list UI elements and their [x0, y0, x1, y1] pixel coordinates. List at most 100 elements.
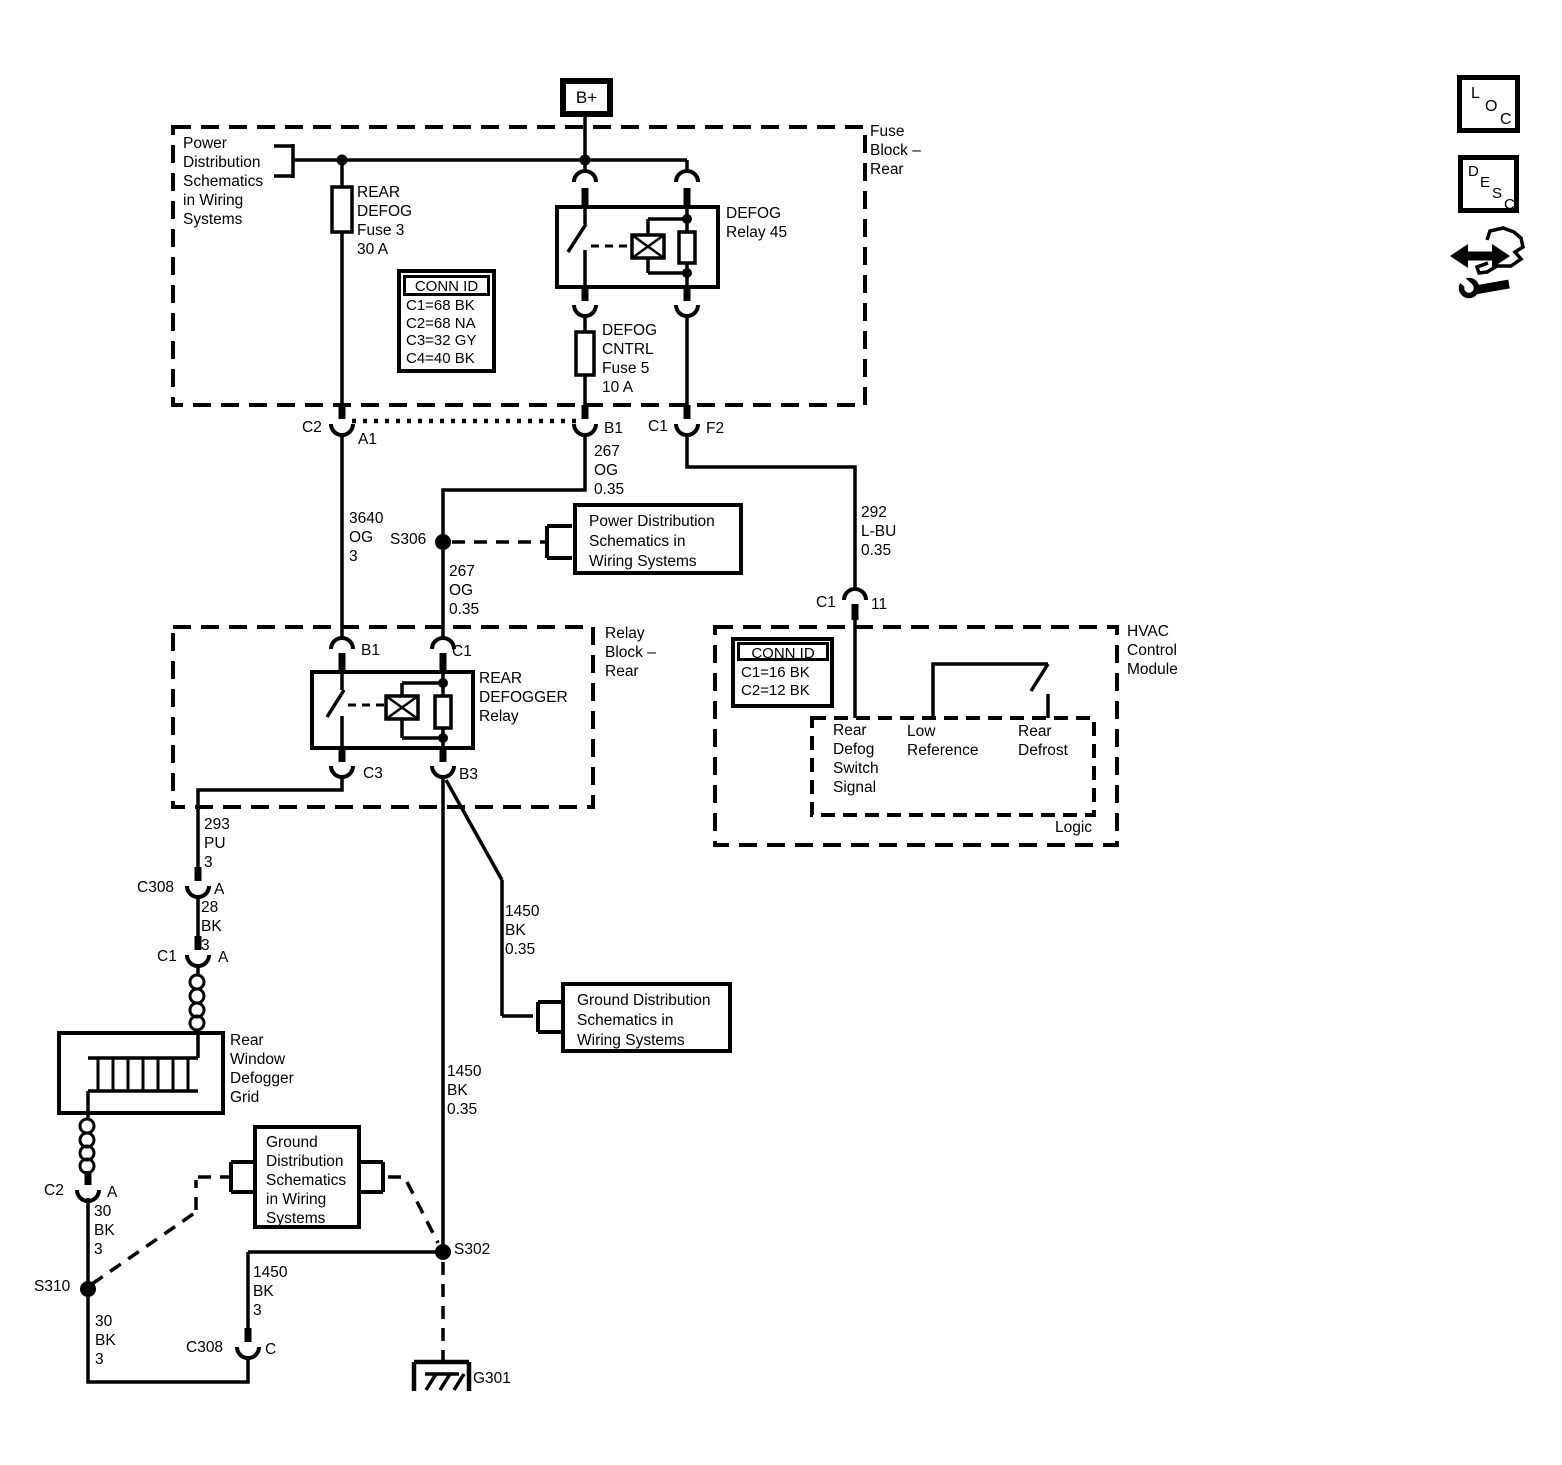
- conn-id-rows-fuse-block: C1=68 BK C2=68 NA C3=32 GY C4=40 BK: [406, 297, 477, 367]
- wire-label-3640: 3640 OG 3: [349, 510, 384, 565]
- relay45-coil: [630, 233, 666, 260]
- loc-letter-o: O: [1485, 98, 1498, 115]
- signal-rear-defog-switch: Rear Defog Switch Signal: [833, 722, 879, 796]
- connector-cups: [75, 169, 868, 1360]
- desc-letter-d: D: [1468, 163, 1479, 180]
- s302-ref-link: [388, 1175, 440, 1244]
- conn-id-header-fuse-block: CONN ID: [403, 275, 490, 296]
- grid-bars: [96, 1058, 190, 1091]
- b-plus-label: B+: [575, 87, 598, 107]
- wire-label-267-upper: 267 OG 0.35: [594, 443, 625, 498]
- pin-label-c2: C2: [302, 419, 322, 436]
- ground-symbol-g301: [411, 1359, 472, 1391]
- connector-pins: [84, 188, 859, 1342]
- pin-label-c1: C1: [648, 418, 668, 435]
- power-dist-ref-mid: Power Distribution Schematics in Wiring …: [573, 503, 743, 575]
- defogger-relay-box: [310, 670, 475, 750]
- conn-id-rows-hvac: C1=16 BK C2=12 BK: [741, 664, 810, 699]
- signal-low-reference: Low Reference: [907, 723, 979, 759]
- relay45-switch: [566, 207, 588, 287]
- ground-label-g301: G301: [473, 1370, 511, 1387]
- relay-block-pin-b1: B1: [361, 642, 380, 659]
- block-borders: [171, 125, 1119, 847]
- desc-letter-s: S: [1492, 185, 1503, 202]
- relay45-resistor: [677, 230, 697, 265]
- connector-c1a-pin: A: [218, 949, 229, 966]
- loc-button[interactable]: L O C: [1457, 75, 1520, 133]
- splice-label-s310: S310: [34, 1278, 71, 1295]
- fuse-block-border: [171, 125, 867, 407]
- logic-switch: [931, 662, 1050, 718]
- loc-letter-l: L: [1471, 85, 1480, 102]
- junction-dots: [80, 154, 692, 1297]
- desc-letter-e: E: [1480, 174, 1491, 191]
- desc-letter-c: C: [1504, 196, 1515, 213]
- dashed-wires: [91, 540, 545, 1372]
- connector-c308a-pin: A: [214, 881, 225, 898]
- relay-block-pin-c3: C3: [363, 765, 383, 782]
- connector-c1a-name: C1: [157, 948, 177, 965]
- wire-label-30-upper: 30 BK 3: [94, 1203, 115, 1258]
- splice-label-s302: S302: [454, 1241, 491, 1258]
- relay-block-pin-c1: C1: [452, 643, 472, 660]
- ref-brackets: [229, 524, 572, 1194]
- fuse-block-title: Fuse Block – Rear: [870, 123, 921, 178]
- splice-label-s306: S306: [390, 531, 427, 548]
- relay45-box: [555, 205, 720, 289]
- wire-label-293: 293 PU 3: [204, 816, 230, 871]
- hvac-pin-c1: C1: [816, 594, 836, 611]
- loc-letter-c: C: [1500, 111, 1512, 128]
- wire-label-1450-main: 1450 BK 0.35: [447, 1063, 482, 1118]
- ground-dist-ref-mid: Ground Distribution Schematics in Wiring…: [561, 982, 732, 1053]
- connector-c308c-name: C308: [186, 1339, 224, 1356]
- hand-icon: [1474, 226, 1525, 275]
- battery-positive-terminal: B+: [560, 78, 613, 117]
- defogger-relay-coil: [384, 694, 420, 721]
- hvac-module-title: HVAC Control Module: [1127, 623, 1178, 678]
- relay-block-title: Relay Block – Rear: [605, 625, 656, 680]
- wire-label-292: 292 L-BU 0.35: [861, 504, 897, 559]
- relay-block-pin-b3: B3: [459, 766, 478, 783]
- connector-c308c-pin: C: [265, 1341, 277, 1358]
- connector-c308a-name: C308: [137, 879, 175, 896]
- logic-border: [810, 716, 1096, 817]
- adjust-icon[interactable]: [1450, 226, 1525, 299]
- power-dist-bracket-top: [274, 144, 295, 178]
- s310-ref-link: [91, 1175, 229, 1286]
- solid-wires: [86, 113, 1050, 1384]
- hvac-module-border: [713, 625, 1119, 847]
- relay45-label: DEFOG Relay 45: [726, 205, 788, 241]
- wire-label-30-lower: 30 BK 3: [95, 1313, 116, 1368]
- connector-c2a-name: C2: [44, 1182, 64, 1199]
- fuse3-symbol: [330, 185, 354, 234]
- component-symbols: [57, 185, 720, 1115]
- relay-actuate-links: [348, 244, 631, 707]
- hvac-pin-11: 11: [871, 596, 888, 613]
- fuse5-symbol: [574, 330, 596, 377]
- wire-label-28: 28 BK 3: [201, 899, 222, 954]
- fuse3-label: REAR DEFOG Fuse 3 30 A: [357, 184, 413, 258]
- connector-c2a-pin: A: [107, 1184, 118, 1201]
- desc-button[interactable]: D E S C: [1458, 155, 1519, 213]
- splice-s306-dot: [435, 534, 451, 550]
- defogger-relay-label: REAR DEFOGGER Relay: [479, 670, 568, 725]
- logic-label: Logic: [1055, 819, 1093, 836]
- fuse5-label: DEFOG CNTRL Fuse 5 10 A: [602, 322, 658, 396]
- wire-label-1450-branch: 1450 BK 0.35: [505, 903, 540, 958]
- power-dist-ref-top: Power Distribution Schematics in Wiring …: [183, 135, 264, 228]
- defogger-relay-resistor: [433, 694, 453, 730]
- conn-id-header-hvac: CONN ID: [737, 642, 829, 662]
- defogger-relay-switch: [325, 672, 346, 748]
- wire-label-1450-c308: 1450 BK 3: [253, 1264, 288, 1319]
- pin-label-a1: A1: [358, 431, 377, 448]
- wire-label-267-lower: 267 OG 0.35: [449, 563, 480, 618]
- relay-block-border: [171, 625, 595, 809]
- pin-label-b1: B1: [604, 420, 623, 437]
- ground-dist-ref-bottom: Ground Distribution Schematics in Wiring…: [253, 1125, 361, 1229]
- defogger-grid-box: [57, 1031, 225, 1115]
- signal-rear-defrost: Rear Defrost: [1018, 723, 1068, 759]
- splice-s302-dot: [435, 1244, 451, 1260]
- defogger-grid-label: Rear Window Defogger Grid: [230, 1032, 294, 1106]
